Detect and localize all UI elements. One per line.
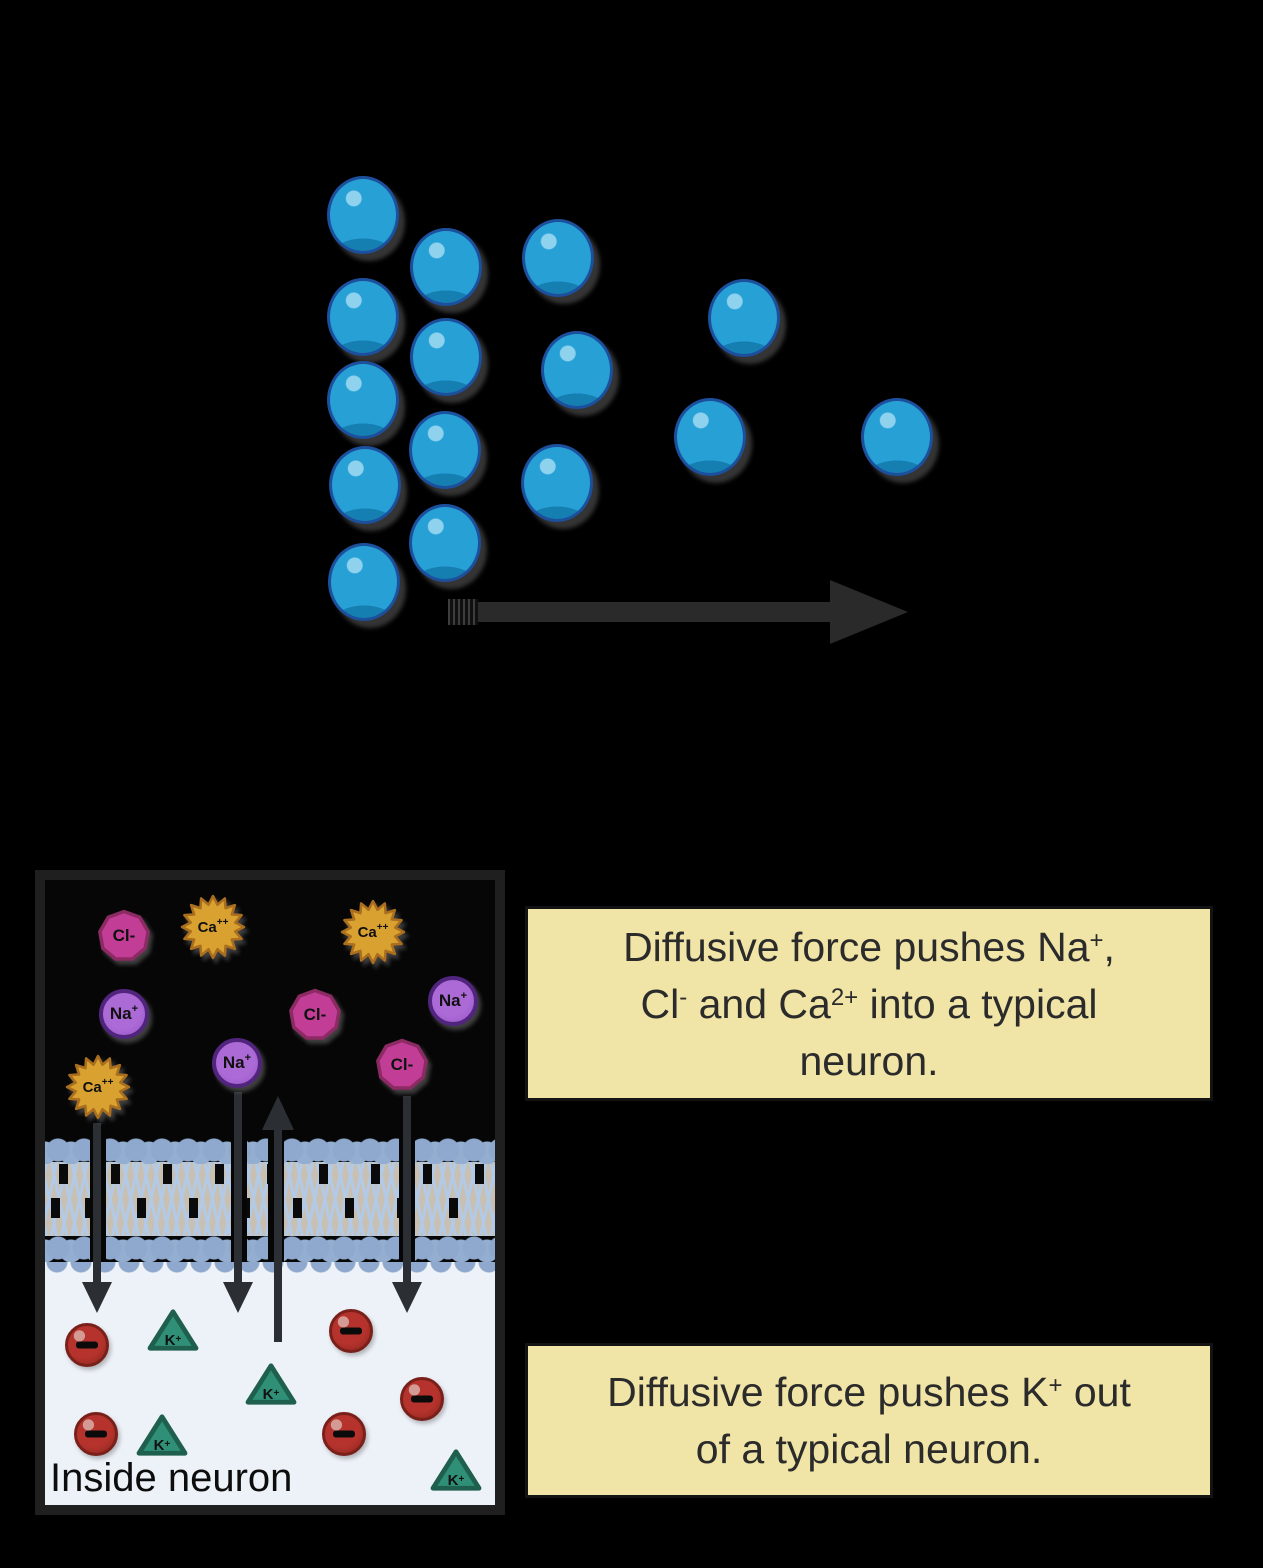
efflux-callout-box: Diffusive force pushes K+ out of a typic…: [525, 1343, 1213, 1498]
chloride-ion: Cl-: [287, 987, 343, 1043]
efflux-arrow-head-icon: [262, 1096, 294, 1130]
anion-sphere: [329, 1309, 373, 1353]
chloride-ion: Cl-: [96, 908, 152, 964]
potassium-ion: K+: [429, 1447, 483, 1493]
ion-label: K+: [153, 1437, 171, 1454]
neuron-box: Cl- Cl- Cl- Ca++ Ca++ Ca++ Na+ Na+: [35, 870, 505, 1515]
particle-sphere: [327, 361, 399, 439]
influx-arrow-head-icon: [82, 1282, 112, 1313]
particle-sphere: [674, 398, 746, 476]
influx-callout-line3: neuron.: [799, 1037, 939, 1084]
ion-label: Na+: [109, 1003, 139, 1023]
particle-sphere: [708, 279, 780, 357]
influx-arrow-head-icon: [223, 1282, 253, 1313]
ion-label: Ca++: [82, 1076, 114, 1096]
influx-callout-box: Diffusive force pushes Na+, Cl- and Ca2+…: [525, 906, 1213, 1101]
starburst-shape-icon: [65, 1054, 131, 1120]
starburst-shape-icon: [180, 894, 246, 960]
membrane-scallop-edge: [45, 1262, 495, 1274]
calcium-ion: Ca++: [340, 899, 406, 965]
inside-neuron-caption: Inside neuron: [50, 1456, 293, 1500]
ion-label: Cl-: [390, 1055, 414, 1074]
efflux-callout-line2: of a typical neuron.: [695, 1426, 1043, 1472]
calcium-ion: Ca++: [180, 894, 246, 960]
minus-icon: [76, 1341, 98, 1349]
particle-sphere: [410, 318, 482, 396]
ion-label: Cl-: [112, 926, 136, 945]
anion-sphere: [65, 1323, 109, 1367]
anion-sphere: [322, 1412, 366, 1456]
influx-callout-line2: Cl- and Ca2+ into a typical: [640, 980, 1098, 1027]
particle-sphere: [409, 504, 481, 582]
efflux-callout-line1: Diffusive force pushes K+ out: [607, 1369, 1131, 1415]
calcium-ion: Ca++: [65, 1054, 131, 1120]
minus-icon: [333, 1430, 355, 1438]
triangle-shape-icon: [147, 1309, 199, 1351]
minus-icon: [411, 1395, 433, 1403]
ion-label: Na+: [438, 990, 468, 1010]
potassium-ion: K+: [244, 1361, 298, 1407]
triangle-shape-icon: [430, 1449, 482, 1491]
anion-sphere: [74, 1412, 118, 1456]
triangle-shape-icon: [136, 1414, 188, 1456]
ion-label: Ca++: [357, 921, 389, 941]
particle-sphere: [327, 278, 399, 356]
ion-label: Ca++: [197, 916, 229, 936]
diffusion-arrow-head-icon: [830, 580, 908, 644]
influx-arrow-line: [234, 1092, 242, 1282]
anion-sphere: [400, 1377, 444, 1421]
particle-sphere: [328, 543, 400, 621]
ion-label: K+: [164, 1332, 182, 1349]
sodium-ion: Na+: [428, 976, 478, 1026]
particle-sphere: [410, 228, 482, 306]
particle-sphere: [409, 411, 481, 489]
efflux-arrow-line: [274, 1130, 282, 1342]
influx-arrow-line: [403, 1096, 411, 1282]
diffusion-arrow-shaft: [448, 599, 832, 625]
minus-icon: [85, 1430, 107, 1438]
particle-sphere: [329, 446, 401, 524]
nonagon-shape-icon: [289, 988, 341, 1040]
particle-sphere: [541, 331, 613, 409]
triangle-shape-icon: [245, 1363, 297, 1405]
chloride-ion: Cl-: [374, 1037, 430, 1093]
ion-label: K+: [262, 1386, 280, 1403]
starburst-shape-icon: [340, 899, 406, 965]
particle-sphere: [521, 444, 593, 522]
diffusion-arrow-hatch: [448, 599, 478, 625]
influx-arrow-line: [93, 1123, 101, 1282]
sodium-ion: Na+: [99, 989, 149, 1039]
particle-sphere: [522, 219, 594, 297]
influx-arrow-head-icon: [392, 1282, 422, 1313]
particle-sphere: [327, 176, 399, 254]
influx-callout-line1: Diffusive force pushes Na+,: [623, 923, 1115, 970]
nonagon-shape-icon: [376, 1038, 428, 1090]
ion-label: K+: [447, 1472, 465, 1489]
particle-sphere: [861, 398, 933, 476]
minus-icon: [340, 1327, 362, 1335]
ion-label: Cl-: [303, 1005, 327, 1024]
potassium-ion: K+: [146, 1307, 200, 1353]
ion-label: Na+: [222, 1052, 252, 1072]
potassium-ion: K+: [135, 1412, 189, 1458]
nonagon-shape-icon: [98, 909, 150, 961]
sodium-ion: Na+: [212, 1038, 262, 1088]
